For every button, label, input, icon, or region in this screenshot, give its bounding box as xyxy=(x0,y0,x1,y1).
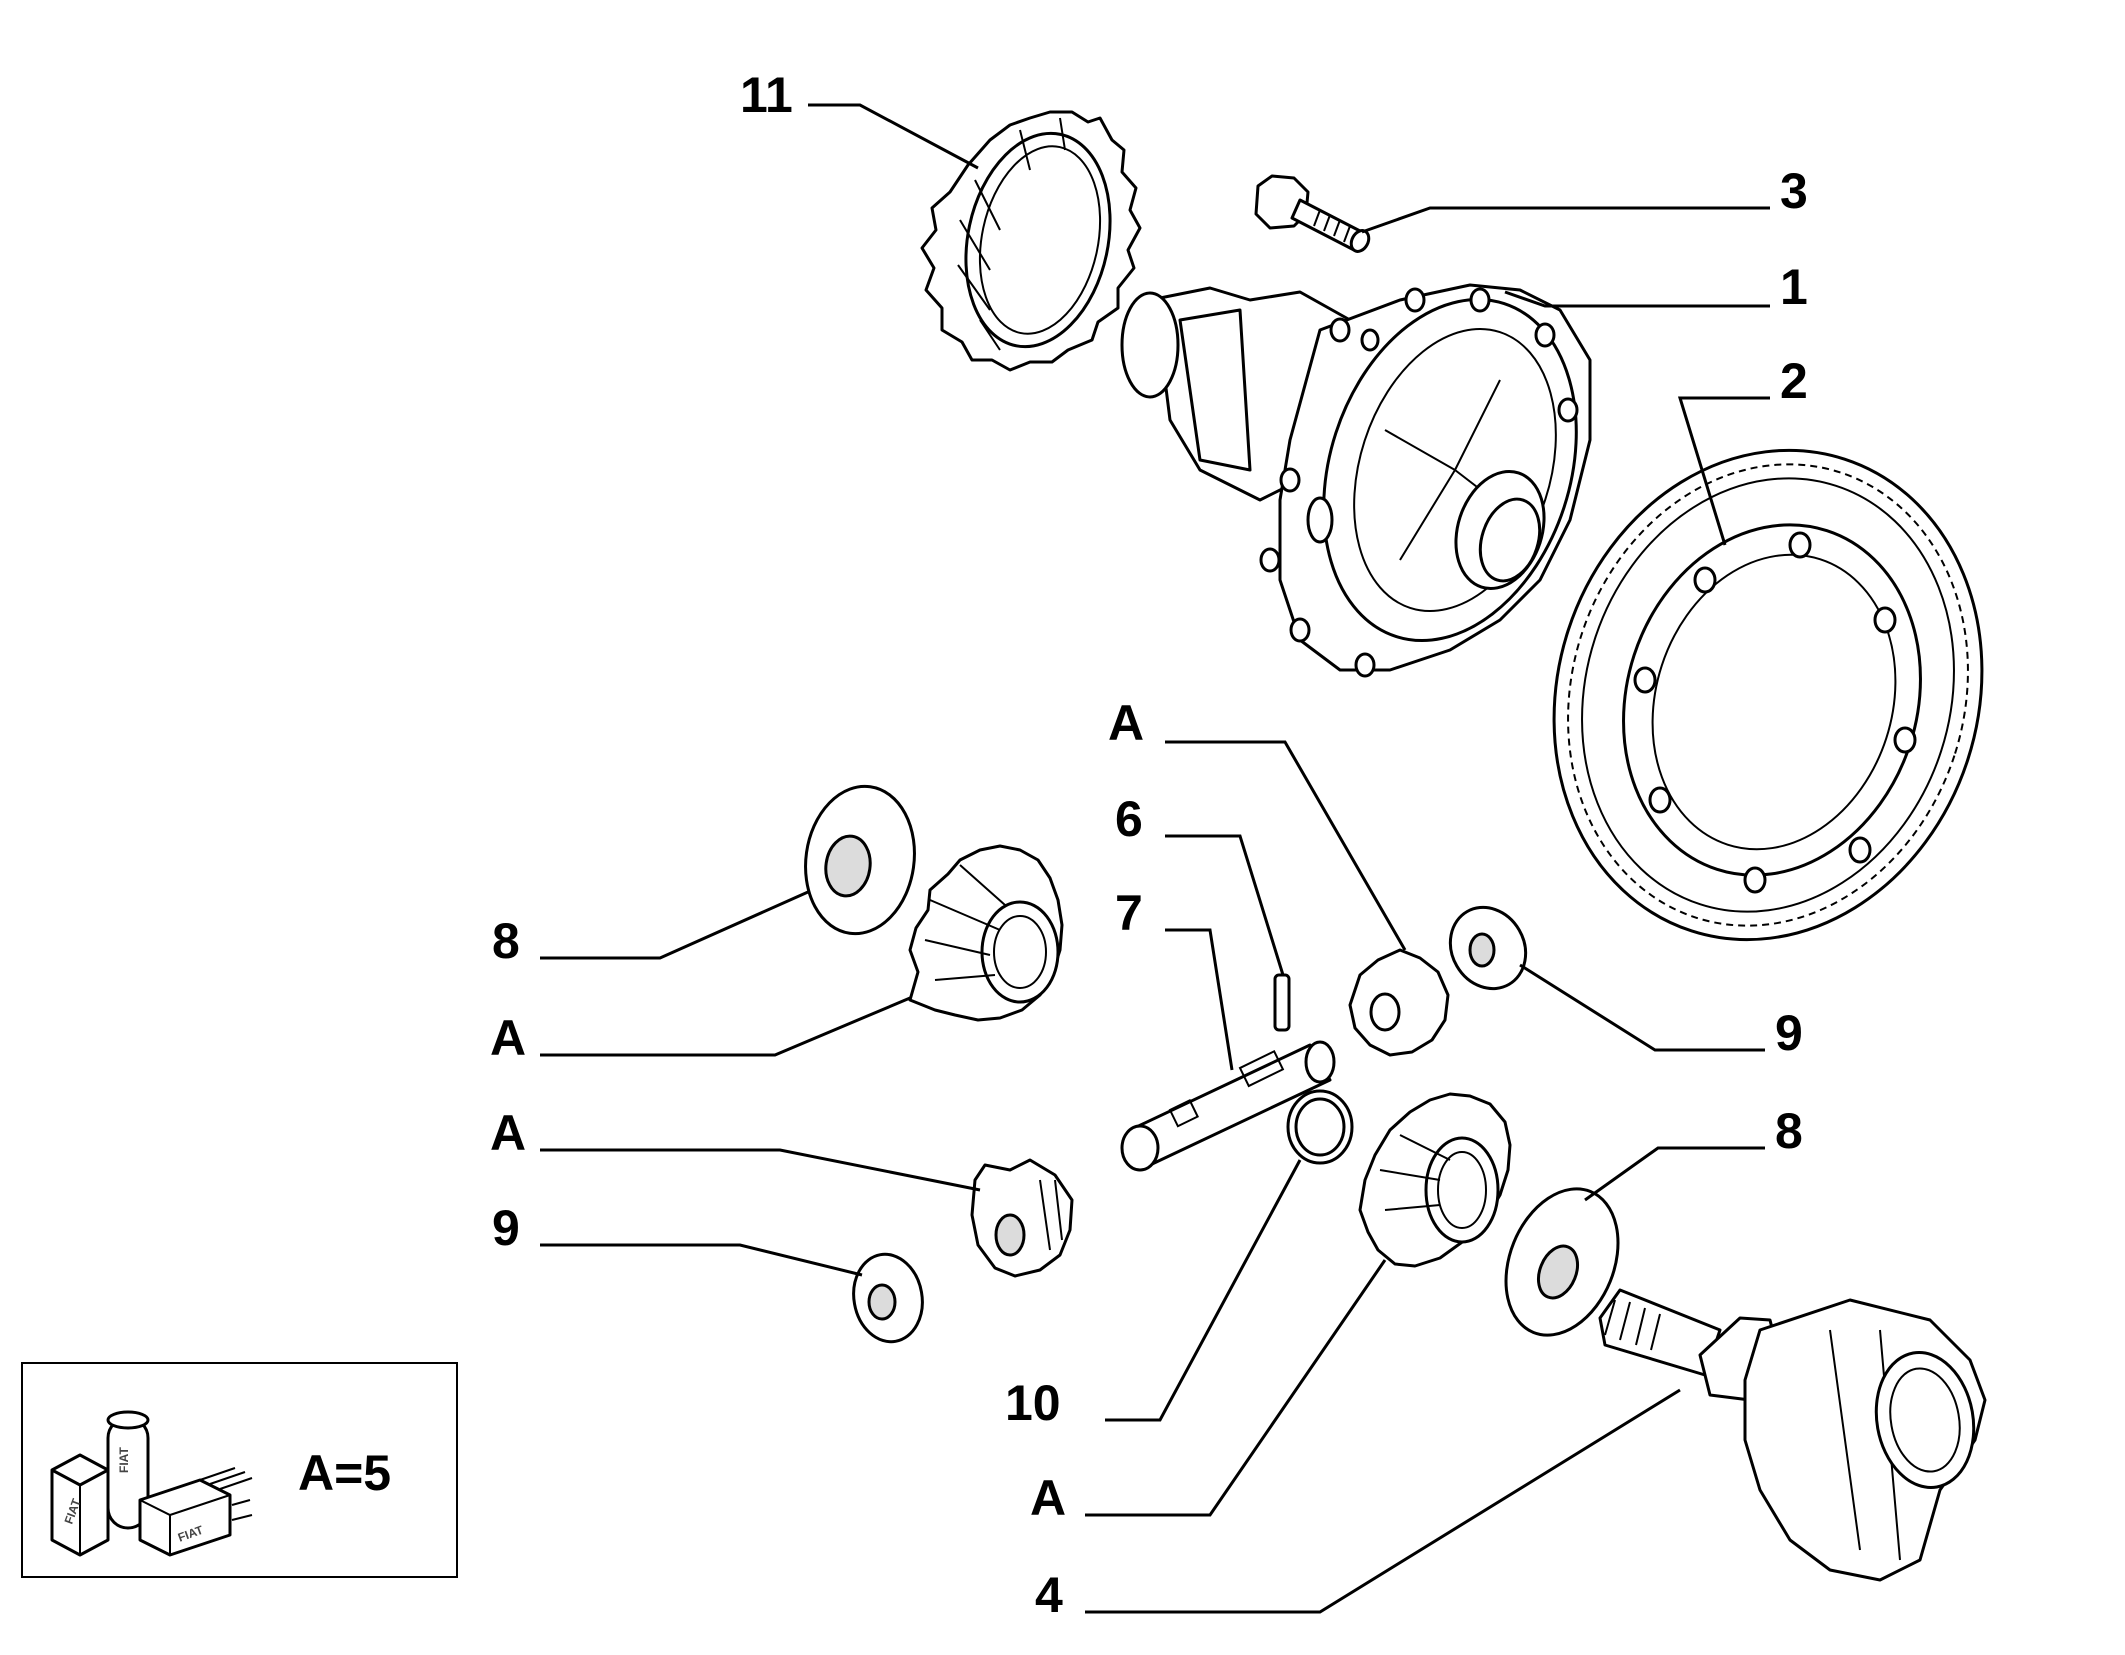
part-A-planet-gear-right xyxy=(1348,948,1450,1057)
callout-10: 10 xyxy=(1005,1375,1061,1431)
leader-4 xyxy=(1085,1388,1681,1614)
leader-9a xyxy=(540,1243,863,1277)
part-1-differential-housing xyxy=(1120,283,1592,678)
part-11-gear-ring xyxy=(920,110,1142,372)
callout-A-bottom: A xyxy=(1030,1470,1066,1526)
leader-11 xyxy=(808,103,979,170)
callout-6: 6 xyxy=(1115,791,1143,847)
callout-A-left-lower: A xyxy=(490,1105,526,1161)
leader-A1 xyxy=(1165,740,1407,951)
leader-lines xyxy=(540,103,1770,1614)
callout-9-right: 9 xyxy=(1775,1005,1803,1061)
leader-A2 xyxy=(540,996,911,1057)
part-8-thrust-washer-right xyxy=(1504,1187,1620,1337)
part-7-pinion-shaft xyxy=(1120,1040,1336,1172)
leader-8b xyxy=(1584,1146,1765,1202)
part-4-output-shaft-joint xyxy=(1598,1288,1987,1582)
leader-7 xyxy=(1165,928,1234,1071)
leader-A4 xyxy=(1085,1259,1387,1517)
callout-4: 4 xyxy=(1035,1567,1063,1623)
callout-A-top: A xyxy=(1108,695,1144,751)
callout-9-left: 9 xyxy=(492,1200,520,1256)
leader-6 xyxy=(1165,834,1285,976)
callout-A-left-upper: A xyxy=(490,1010,526,1066)
callout-3: 3 xyxy=(1780,163,1808,219)
leader-9b xyxy=(1519,963,1765,1052)
part-6-roll-pin xyxy=(1273,973,1291,1032)
leader-2 xyxy=(1677,396,1770,546)
callout-labels: 11 3 1 2 A 6 7 8 A A 9 9 8 10 A 4 xyxy=(490,67,1808,1623)
callout-11: 11 xyxy=(740,67,793,123)
part-A-planet-gear-left xyxy=(970,1158,1074,1278)
leader-8a xyxy=(540,890,809,960)
leader-3 xyxy=(1361,206,1770,234)
legend-box: FIAT FIAT FIAT A=5 xyxy=(21,1362,458,1578)
legend-brand-mark-2: FIAT xyxy=(117,1447,131,1473)
part-A-side-gear-left xyxy=(908,844,1064,1022)
part-A-side-gear-right xyxy=(1358,1092,1512,1268)
callout-1: 1 xyxy=(1780,259,1808,315)
part-3-bolt xyxy=(1254,174,1371,253)
legend-parts-icon: FIAT FIAT FIAT xyxy=(50,1410,253,1557)
part-8-thrust-washer-left xyxy=(804,784,916,936)
leader-10 xyxy=(1105,1159,1302,1422)
callout-2: 2 xyxy=(1780,353,1808,409)
callout-7: 7 xyxy=(1115,885,1143,941)
part-9-washer-right xyxy=(1448,905,1528,991)
leader-1 xyxy=(1504,290,1770,308)
part-9-washer-left xyxy=(852,1252,924,1344)
part-2-crown-wheel xyxy=(1552,448,1984,942)
callout-8-left: 8 xyxy=(492,913,520,969)
leader-A3 xyxy=(540,1148,981,1192)
part-10-snap-ring xyxy=(1286,1089,1354,1165)
callout-8-right: 8 xyxy=(1775,1103,1803,1159)
legend-formula: A=5 xyxy=(298,1445,391,1501)
